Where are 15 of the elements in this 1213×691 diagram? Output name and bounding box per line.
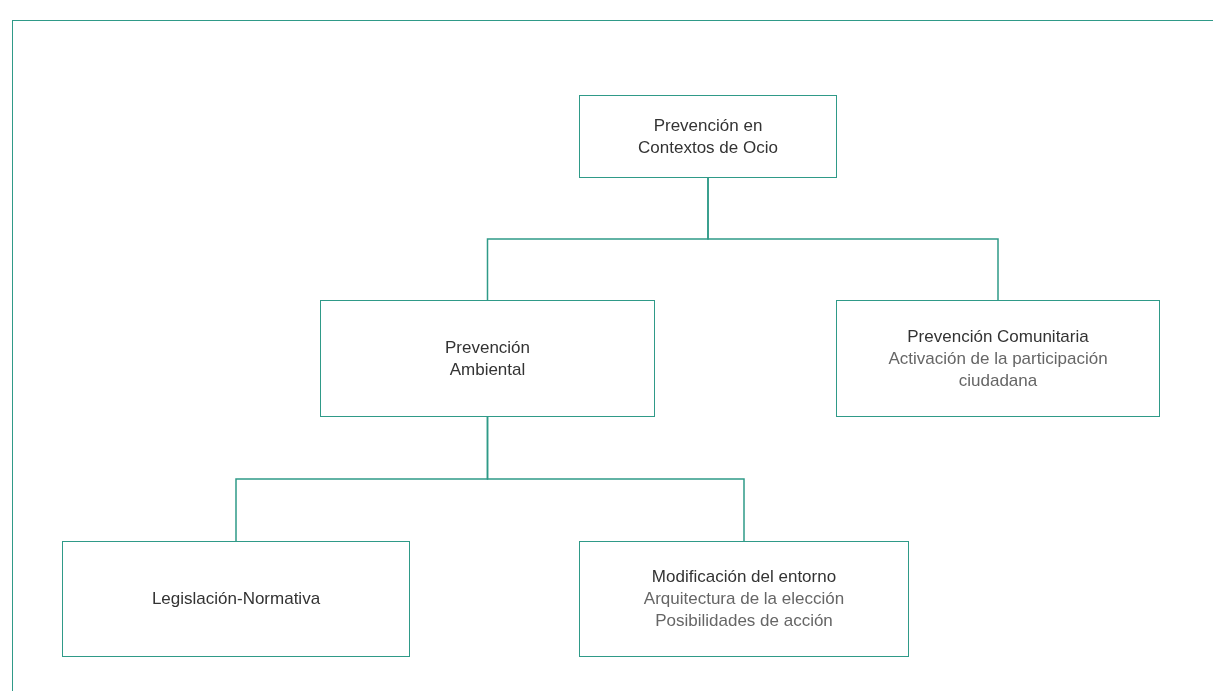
process-box (62, 541, 410, 657)
box-title: Prevención en Contextos de Ocio (637, 114, 779, 159)
process-box (320, 300, 655, 417)
box-title: Prevención Comunitaria (907, 325, 1089, 348)
connector-line (486, 416, 745, 542)
box-title: Modificación del entorno (651, 566, 837, 588)
process-box (579, 95, 837, 178)
connector-line (707, 177, 999, 301)
process-box (836, 300, 1160, 417)
box-text: Activación de la participación ciudadana (887, 347, 1109, 392)
box-text: Arquitectura de la elección (643, 588, 845, 610)
process-box (579, 541, 909, 657)
box-text: Posibilidades de acción (655, 610, 833, 632)
box-title: Legislación-Normativa (151, 588, 321, 610)
box-title: Prevención Ambiental (443, 336, 532, 381)
